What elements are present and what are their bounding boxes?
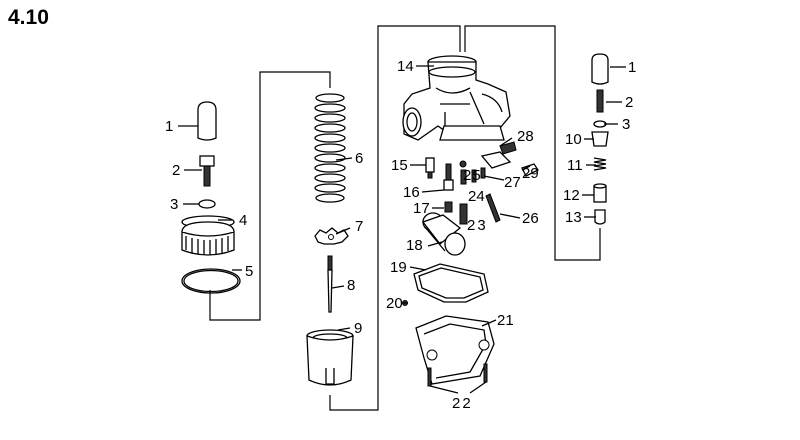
pilot-jet-part [425, 157, 435, 179]
drain-plug-part [521, 163, 539, 177]
throttle-slide-part [306, 329, 354, 386]
cap-part [197, 101, 217, 141]
callout-left-3: 3 [170, 196, 178, 213]
spring-part [314, 93, 346, 203]
float-pin-part [459, 203, 468, 225]
right-adjuster-part [591, 131, 609, 147]
section-number: 4.10 [8, 6, 49, 29]
callout-right-3: 3 [622, 116, 630, 133]
leader-lines [178, 65, 626, 394]
float-bowl-part [415, 315, 495, 385]
callout-18: 18 [406, 237, 423, 254]
callout-right-1: 1 [628, 59, 636, 76]
callout-8: 8 [347, 277, 355, 294]
callout-7: 7 [355, 218, 363, 235]
carburetor-body-part [402, 55, 511, 141]
callout-left-2: 2 [172, 162, 180, 179]
callout-16: 16 [403, 184, 420, 201]
callout-25: 25 [463, 167, 482, 184]
callout-22: 22 [452, 395, 473, 412]
jet-needle-part [327, 255, 333, 313]
callout-left-5: 5 [245, 263, 253, 280]
small-jets-part [459, 160, 486, 185]
right-spring-part [593, 157, 607, 171]
callout-24: 24 [468, 188, 485, 205]
needle-clip-part [314, 227, 349, 245]
assembly-frame-lines [209, 25, 601, 411]
callout-19: 19 [390, 259, 407, 276]
callout-left-4: 4 [239, 212, 247, 229]
air-screw-part [480, 141, 517, 169]
callout-right-10: 10 [565, 131, 582, 148]
callout-14: 14 [397, 58, 414, 75]
right-sleeve-part [593, 183, 607, 203]
callout-left-1: 1 [165, 118, 173, 135]
needle-jet-part [443, 163, 454, 191]
right-cap-part [591, 53, 609, 85]
callout-23: 23 [467, 217, 488, 234]
top-cover-part [181, 215, 235, 256]
right-screw-part [596, 89, 604, 113]
callout-20: 20 [386, 295, 403, 312]
o-ring-part [181, 268, 241, 294]
screw-part [199, 155, 215, 187]
idle-screw-part [485, 193, 501, 223]
callout-26: 26 [522, 210, 539, 227]
callout-right-13: 13 [565, 209, 582, 226]
callout-27: 27 [504, 174, 521, 191]
callout-labels: 1 2 3 4 5 6 7 8 9 14 15 16 17 18 19 20 2… [165, 58, 636, 412]
callout-15: 15 [391, 157, 408, 174]
nut-part [198, 199, 216, 209]
callout-28: 28 [517, 128, 534, 145]
callout-right-2: 2 [625, 94, 633, 111]
callout-9: 9 [354, 320, 362, 337]
right-plug-part [594, 209, 606, 225]
float-part [421, 212, 466, 256]
float-gasket-part [413, 263, 489, 303]
callout-21: 21 [497, 312, 514, 329]
main-jet-part [444, 201, 453, 213]
callout-6: 6 [355, 150, 363, 167]
callout-17: 17 [413, 200, 430, 217]
callout-right-11: 11 [567, 157, 583, 174]
callout-right-12: 12 [563, 187, 580, 204]
callout-29: 29 [522, 165, 539, 182]
